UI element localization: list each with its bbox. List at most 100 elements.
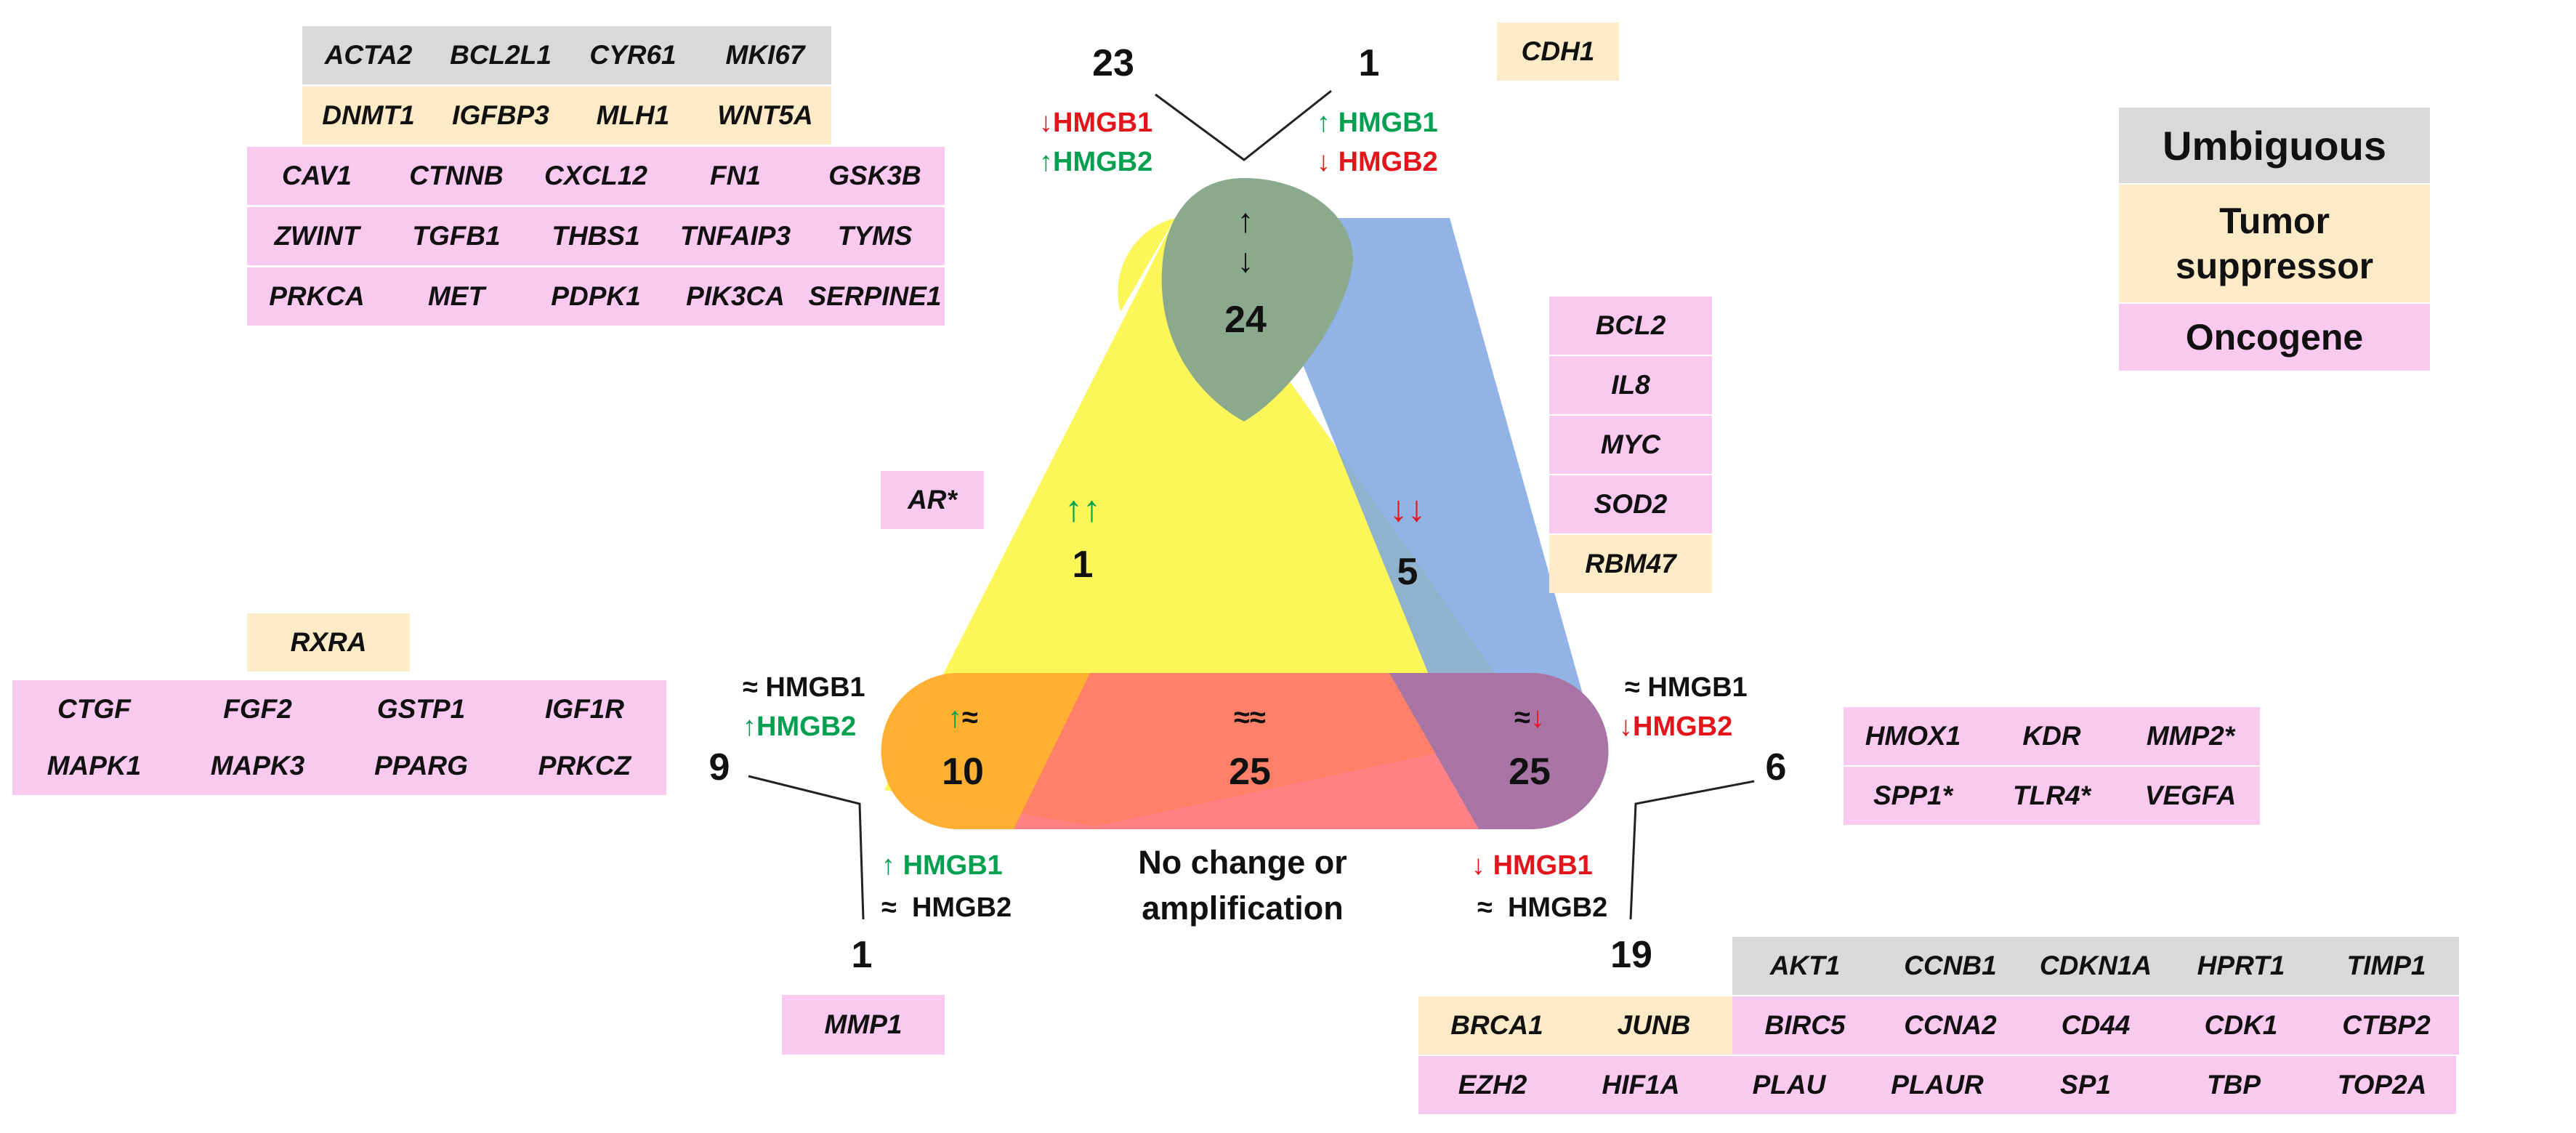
gene-cell: CAV1	[247, 147, 387, 205]
gene-cell: CCNA2	[1878, 996, 2023, 1055]
gene-cell: PPARG	[339, 737, 503, 795]
connector-top	[1155, 89, 1332, 161]
gene-cell: VEGFA	[2121, 767, 2260, 825]
gene-cell: BCL2	[1549, 297, 1712, 355]
gene-cell: MAPK3	[176, 737, 339, 795]
gene-cell: CD44	[2023, 996, 2168, 1055]
gene-cell: CTGF	[12, 680, 176, 738]
label-tl-hmgb1: ↓HMGB1	[1039, 108, 1153, 138]
gene-cell: TNFAIP3	[666, 207, 805, 265]
approx-icon: ≈	[1514, 701, 1530, 734]
label-left-hmgb1: ≈ HMGB1	[743, 672, 865, 703]
count-top-right: 1	[1358, 42, 1380, 84]
gene-cell: MAPK1	[12, 737, 176, 795]
gene-cell: CDH1	[1497, 23, 1619, 81]
gene-cell: CXCL12	[526, 147, 666, 205]
down-down-icon: ↓↓	[1389, 488, 1426, 529]
right-overlap	[1389, 673, 1609, 829]
down-arrow-icon: ↓	[1471, 850, 1485, 881]
gene-cell: CCNB1	[1878, 937, 2023, 995]
count-bottom-center: 25	[1229, 751, 1271, 793]
gene-cell: RXRA	[247, 613, 410, 672]
label-bl-hmgb1: ↑ HMGB1	[881, 850, 1003, 881]
gene-cell: PDPK1	[526, 267, 666, 326]
gene-cell: MYC	[1549, 416, 1712, 474]
count-below-right: 19	[1610, 934, 1652, 976]
gene-cell: PRKCA	[247, 267, 387, 326]
count-right-band: 5	[1397, 551, 1418, 593]
gene-cell: AKT1	[1732, 937, 1878, 995]
legend-ambiguous-label: Umbiguous	[2163, 122, 2386, 169]
gene-cell: WNT5A	[699, 86, 831, 145]
gene-cell: PRKCZ	[503, 737, 666, 795]
gene-cell: DNMT1	[302, 86, 435, 145]
count-bottom-left-corner: 10	[942, 751, 984, 793]
down-arrow-icon: ↓	[1619, 711, 1633, 742]
gene-cell: CDKN1A	[2023, 937, 2168, 995]
label-tr-hmgb2: ↓ HMGB2	[1317, 147, 1438, 177]
bottom-right-symbols: ≈↓	[1514, 702, 1545, 735]
label-br-hmgb1: ↓ HMGB1	[1471, 850, 1593, 881]
gene-cell: MMP1	[782, 995, 945, 1055]
approx-icon: ≈	[1625, 672, 1640, 703]
count-apex: 24	[1224, 299, 1267, 341]
count-outer-right: 6	[1765, 746, 1787, 789]
up-arrow-icon: ↑	[948, 701, 963, 734]
label-tl-hmgb2: ↑HMGB2	[1039, 147, 1153, 177]
gene-cell: TLR4*	[1982, 767, 2121, 825]
bottom-left-symbols: ↑≈	[948, 702, 978, 735]
approx-icon: ≈	[962, 701, 978, 734]
up-arrow-icon: ↑	[881, 850, 895, 881]
count-outer-left: 9	[708, 746, 730, 789]
caption-line1: No change or	[1138, 844, 1347, 881]
gene-cell: ACTA2	[302, 26, 435, 84]
gene-cell: BIRC5	[1732, 996, 1878, 1055]
gene-cell: AR*	[881, 471, 984, 529]
approx-icon: ≈	[743, 672, 758, 703]
left-overlap	[881, 673, 1090, 829]
up-arrow-icon: ↑	[743, 711, 756, 742]
label-right-hmgb2: ↓HMGB2	[1619, 711, 1733, 742]
approx-approx-icon: ≈≈	[1234, 701, 1266, 734]
count-below-left: 1	[851, 934, 873, 976]
gene-cell: ZWINT	[247, 207, 387, 265]
connector-bottom-left	[748, 775, 865, 920]
gene-cell: MLH1	[567, 86, 699, 145]
gene-cell: IGF1R	[503, 680, 666, 738]
label-br-hmgb2: ≈ HMGB2	[1477, 892, 1608, 923]
gene-cell: PLAU	[1715, 1056, 1863, 1114]
approx-icon: ≈	[881, 892, 897, 923]
gene-cell: IGFBP3	[435, 86, 567, 145]
gene-cell: BCL2L1	[435, 26, 567, 84]
gene-cell: GSTP1	[339, 680, 503, 738]
caption-line2: amplification	[1142, 890, 1344, 927]
legend-oncogene: Oncogene	[2119, 304, 2430, 371]
gene-cell: CTNNB	[387, 147, 526, 205]
count-bottom-right-corner: 25	[1509, 751, 1551, 793]
gene-cell: IL8	[1549, 356, 1712, 414]
label-tr-hmgb1: ↑ HMGB1	[1317, 108, 1438, 138]
down-arrow-icon: ↓	[1530, 701, 1545, 734]
gene-cell: SOD2	[1549, 475, 1712, 533]
gene-cell: HMOX1	[1844, 707, 1982, 765]
gene-cell: EZH2	[1418, 1056, 1567, 1114]
apex-overlap	[1161, 178, 1354, 422]
gene-cell: PIK3CA	[666, 267, 805, 326]
up-up-icon: ↑↑	[1065, 488, 1101, 529]
down-arrow-icon: ↓	[1237, 241, 1254, 279]
legend-ambiguous: Umbiguous	[2119, 108, 2430, 183]
count-left-band: 1	[1072, 544, 1094, 586]
label-bl-hmgb2: ≈ HMGB2	[881, 892, 1012, 923]
gene-cell: MKI67	[699, 26, 831, 84]
gene-cell: PLAUR	[1863, 1056, 2011, 1114]
gene-cell: MET	[387, 267, 526, 326]
gene-cell: SPP1*	[1844, 767, 1982, 825]
gene-cell: TOP2A	[2308, 1056, 2456, 1114]
label-left-hmgb2: ↑HMGB2	[743, 711, 857, 742]
gene-cell: MMP2*	[2121, 707, 2260, 765]
legend-tumor-line1: Tumor	[2219, 201, 2330, 241]
label-right-hmgb1: ≈ HMGB1	[1625, 672, 1748, 703]
gene-cell: CDK1	[2168, 996, 2314, 1055]
